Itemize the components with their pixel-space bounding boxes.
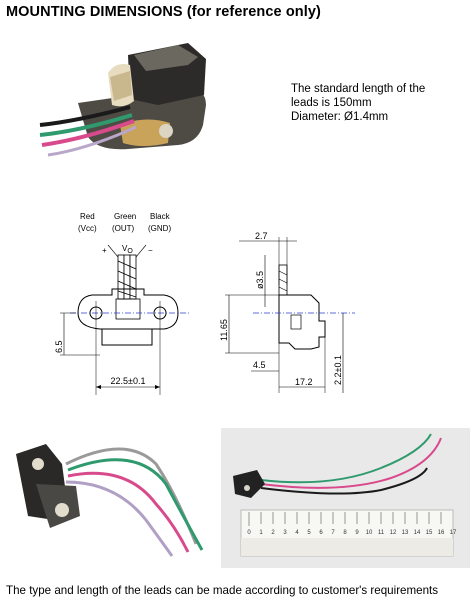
page-title: MOUNTING DIMENSIONS (for reference only) — [6, 4, 321, 20]
note-line-2: leads is 150mm — [291, 97, 372, 109]
dim-width: 22.5±0.1 — [111, 376, 146, 386]
ruler-number: 6 — [319, 530, 323, 536]
ruler-number: 14 — [414, 530, 421, 536]
ruler-number: 8 — [343, 530, 347, 536]
ruler-number: 4 — [295, 530, 299, 536]
wire-signal-vcc: (Vcc) — [78, 224, 97, 233]
ruler-number: 2 — [271, 530, 275, 536]
footer-note: The type and length of the leads can be … — [6, 584, 439, 597]
sensor-photo — [38, 25, 220, 175]
dim-offset: 4.5 — [253, 360, 266, 370]
dim-height: 6.5 — [54, 340, 64, 353]
dim-dia: ø3.5 — [255, 271, 265, 289]
ruler-number: 9 — [355, 530, 359, 536]
ruler-number: 13 — [402, 530, 409, 536]
ruler-number: 16 — [438, 530, 445, 536]
dim-left: 11.65 — [219, 319, 229, 341]
ruler-number: 12 — [390, 530, 397, 536]
minus-symbol: − — [148, 246, 153, 255]
sensor-leads-photo — [6, 424, 212, 564]
note-line-1: The standard length of the — [291, 83, 426, 95]
ruler-number: 15 — [426, 530, 433, 536]
side-view-drawing: 2.7 ø3.5 11.65 4.5 17.2 2.2±0.1 — [215, 225, 365, 405]
wire-label-red: Red — [80, 212, 95, 221]
vo-symbol: VO — [122, 244, 133, 255]
ruler-number: 1 — [259, 530, 263, 536]
ruler-number: 0 — [247, 530, 251, 536]
ruler-number: 11 — [378, 530, 385, 536]
ruler-number: 17 — [450, 530, 457, 536]
ruler-ticks — [248, 512, 442, 526]
wire-signal-out: (OUT) — [112, 224, 135, 233]
ruler-number: 10 — [366, 530, 373, 536]
dim-right: 2.2±0.1 — [333, 355, 343, 385]
note-line-3: Diameter: Ø1.4mm — [291, 111, 389, 123]
wire-signal-gnd: (GND) — [148, 224, 171, 233]
lead-spec-note: The standard length of the leads is 150m… — [291, 82, 461, 124]
front-view-drawing: Red (Vcc) Green (OUT) Black (GND) + VO −… — [40, 205, 220, 405]
ruler-number: 3 — [283, 530, 287, 536]
ruler-number: 5 — [307, 530, 311, 536]
plus-symbol: + — [102, 246, 107, 255]
dim-width-side: 17.2 — [295, 377, 313, 387]
dim-top: 2.7 — [255, 231, 268, 241]
wire-label-green: Green — [114, 212, 136, 221]
wire-label-black: Black — [150, 212, 171, 221]
ruler-number: 7 — [331, 530, 335, 536]
